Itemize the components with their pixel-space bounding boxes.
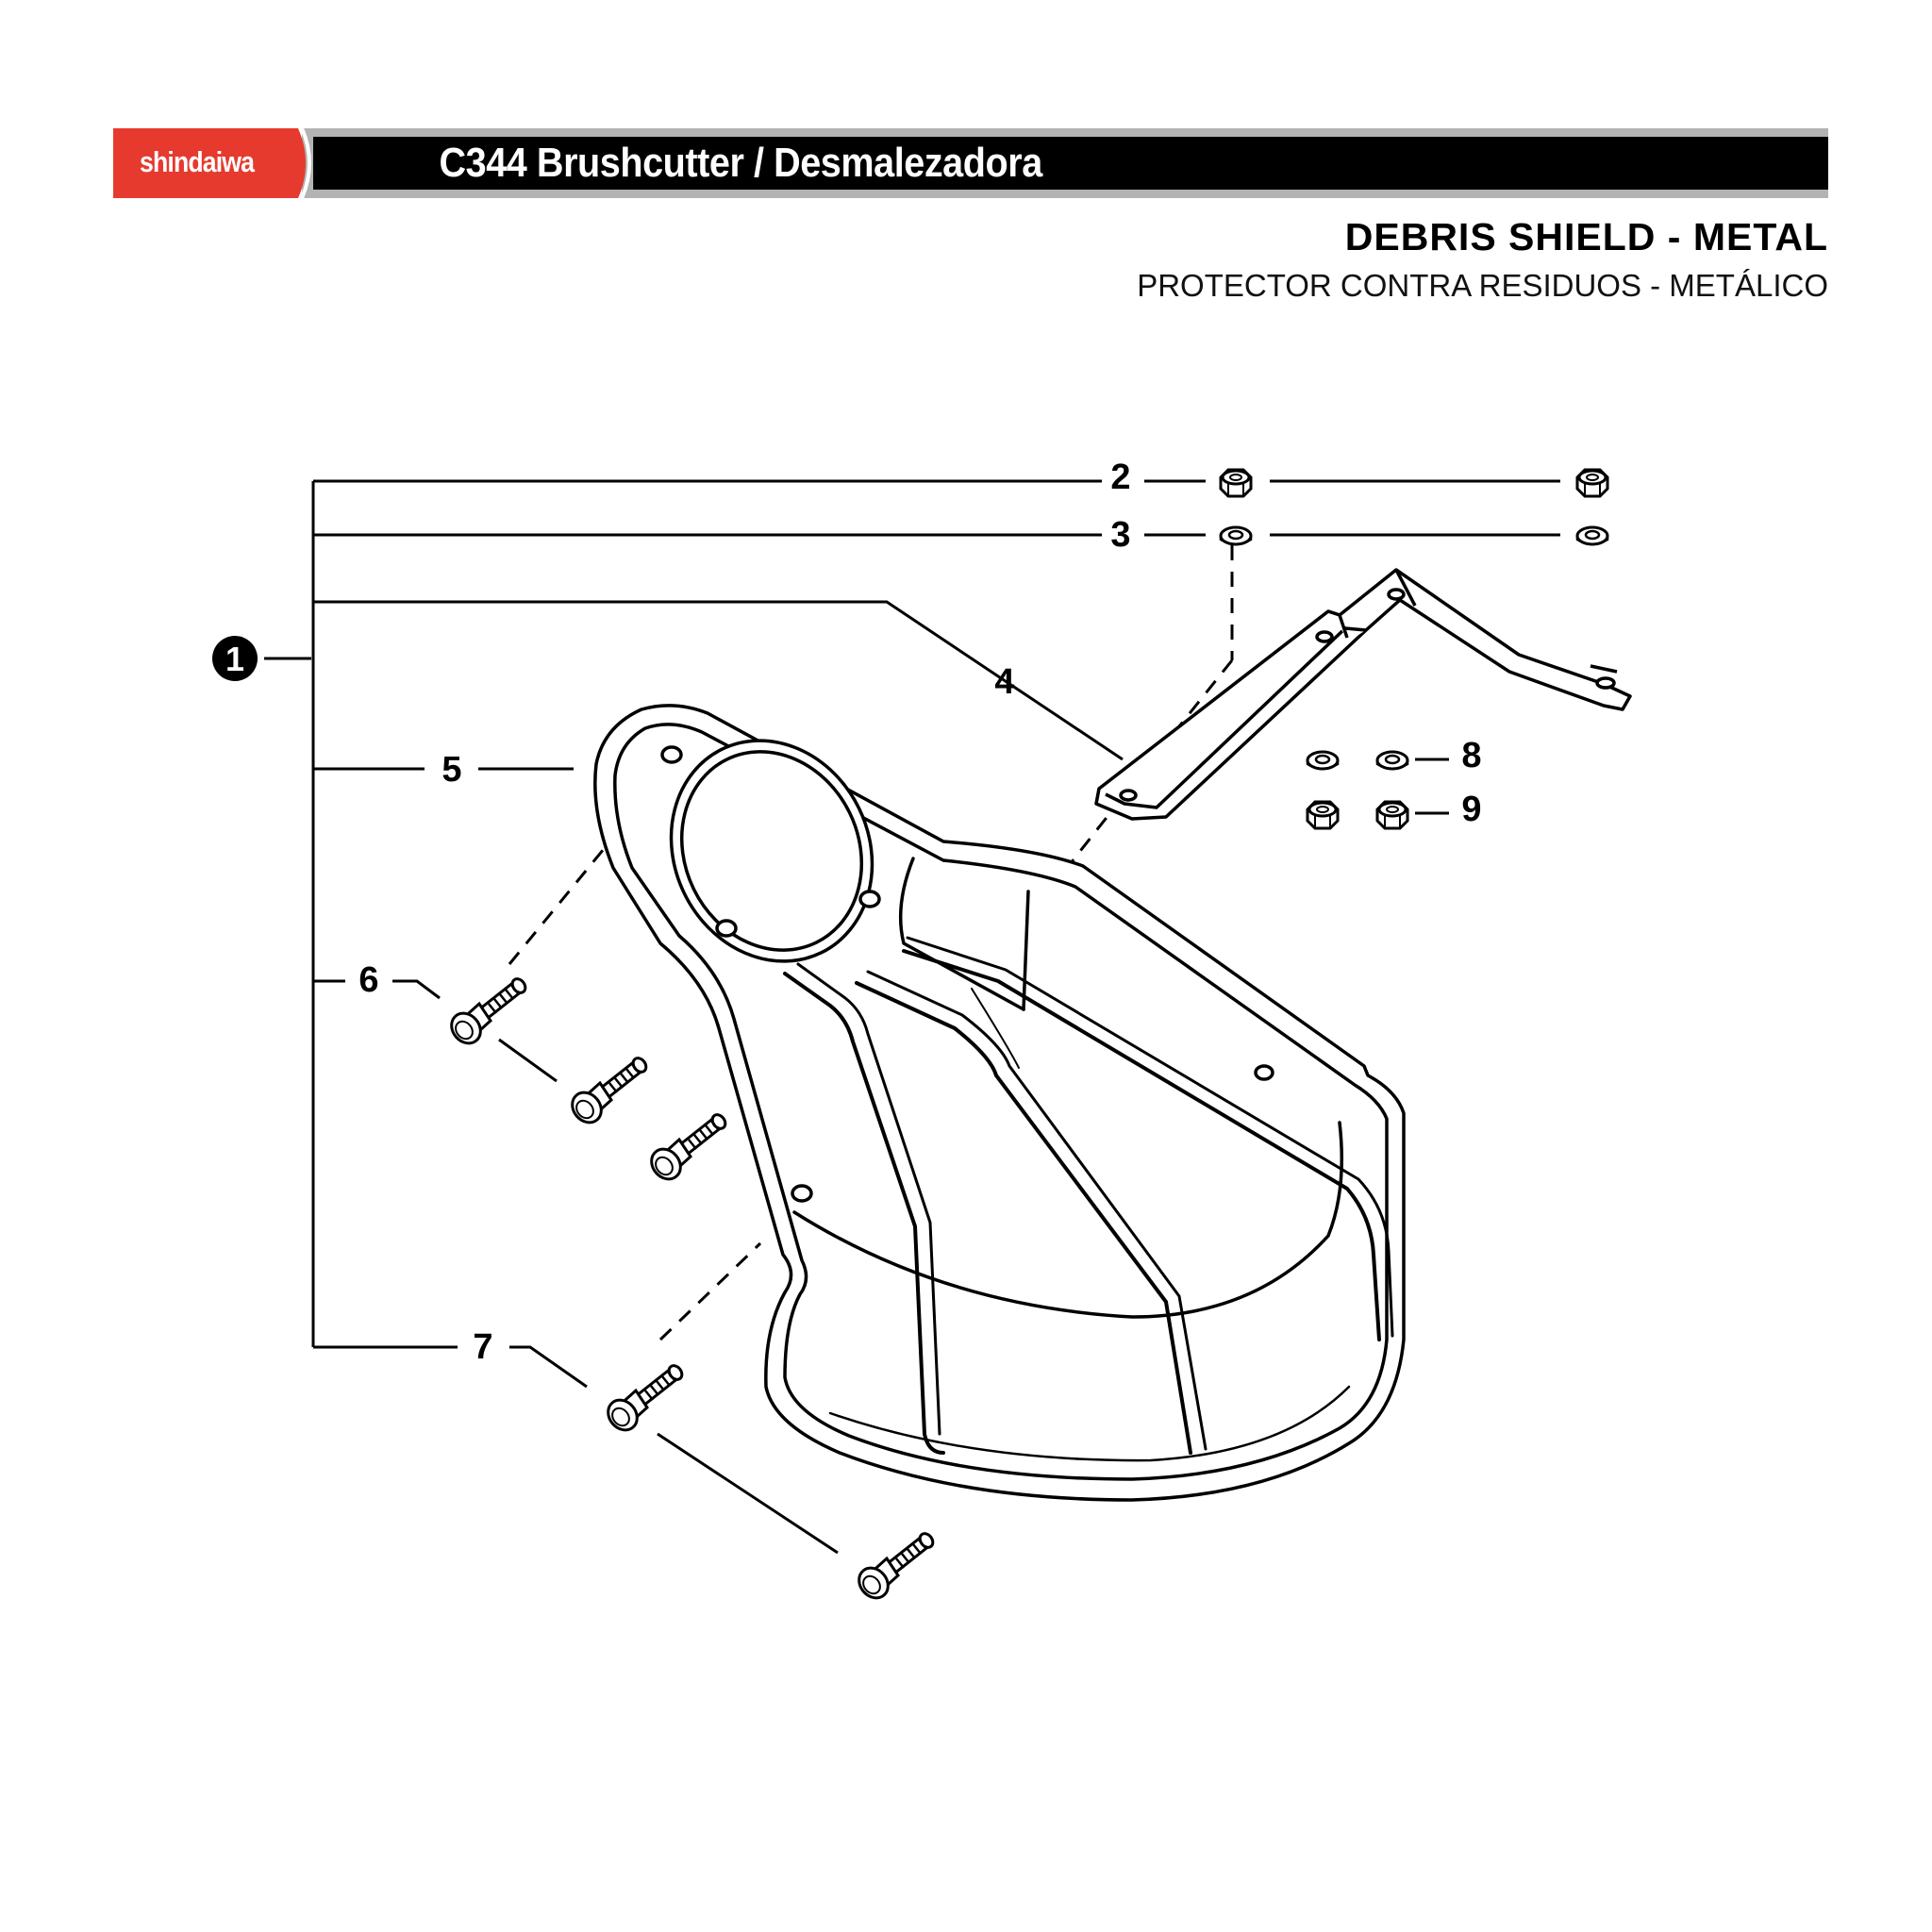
washer-part-3-left [1219, 525, 1253, 546]
brand-logo: shindaiwa [113, 128, 313, 198]
callout-1: 1 [212, 636, 258, 681]
bolt-part-7-b [851, 1529, 938, 1606]
page-title-text: C344 Brushcutter / Desmalezadora [439, 140, 1042, 186]
bolt-part-7-a [600, 1361, 687, 1438]
callout-9: 9 [1461, 790, 1481, 829]
assembly-bracket [264, 479, 1124, 1389]
leader-lines [498, 479, 1560, 1555]
nut-part-9-left [1306, 800, 1340, 830]
debris-shield-part-5 [593, 704, 1406, 1502]
callout-3: 3 [1110, 515, 1130, 555]
nut-part-2-left [1219, 468, 1253, 498]
callout-6: 6 [358, 960, 378, 1000]
page-title: C344 Brushcutter / Desmalezadora [313, 137, 1828, 190]
nut-part-9-right [1375, 800, 1409, 830]
callout-1-label: 1 [225, 640, 244, 678]
callout-8: 8 [1461, 736, 1481, 775]
section-subtitle: PROTECTOR CONTRA RESIDUOS - METÁLICO [1137, 268, 1828, 303]
bolt-part-6-c [643, 1110, 730, 1187]
callout-2: 2 [1110, 458, 1130, 497]
section-title: DEBRIS SHIELD - METAL [1344, 215, 1828, 258]
washer-part-8-left [1306, 750, 1340, 771]
nut-part-2-right [1575, 468, 1609, 498]
callout-4: 4 [994, 662, 1014, 702]
bolt-part-6-a [443, 974, 530, 1051]
callout-7: 7 [473, 1327, 492, 1367]
brand-logo-text: shindaiwa [140, 145, 255, 178]
washer-part-3-right [1575, 525, 1609, 546]
washer-part-8-right [1375, 750, 1409, 771]
callout-5: 5 [441, 750, 461, 790]
bolt-part-6-b [564, 1054, 651, 1130]
mounting-bracket-part-4 [1094, 568, 1632, 821]
header-black-bar [313, 137, 1828, 190]
header-band: shindaiwa C344 Brushcutter / Desmalezado… [113, 128, 1828, 198]
